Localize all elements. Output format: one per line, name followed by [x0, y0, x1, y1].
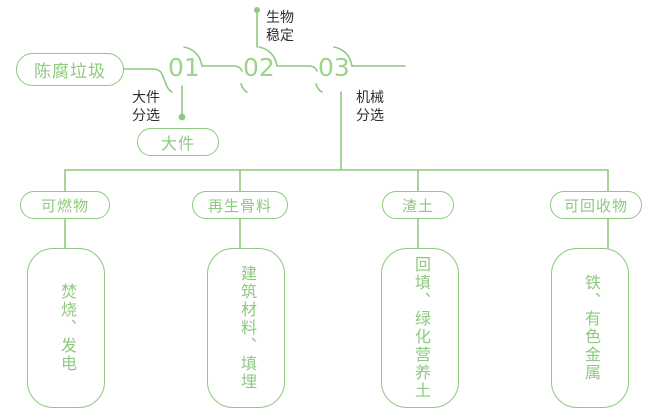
arc-01-bottom [165, 83, 173, 93]
outcome-box-combustible[interactable]: 焚烧、发电 [27, 248, 105, 408]
arc-03-top [333, 46, 353, 67]
category-node-recycled-aggregate[interactable]: 再生骨料 [192, 191, 288, 219]
wire-02-to-03 [276, 65, 318, 72]
outcome-text-residue-soil: 回填、绿化营养土 [412, 256, 429, 400]
category-node-recyclables[interactable]: 可回收物 [550, 191, 642, 219]
wire-01-to-02 [201, 65, 243, 72]
category-node-residue-soil[interactable]: 渣土 [382, 191, 454, 219]
stage-number-01[interactable]: 01 [168, 53, 200, 82]
outcome-box-recycled-aggregate[interactable]: 建筑材料、填埋 [207, 248, 285, 408]
outcome-text-recycled-aggregate: 建筑材料、填埋 [238, 265, 255, 391]
stage-note-bulky-sorting: 大件 分选 [132, 89, 160, 123]
stage-number-03[interactable]: 03 [318, 53, 350, 82]
outcome-text-combustible: 焚烧、发电 [58, 283, 75, 373]
outcome-box-recyclables[interactable]: 铁、有色金属 [551, 248, 629, 408]
dot-bio-note [254, 7, 260, 13]
wire-root-to-01 [123, 68, 167, 85]
output-node-bulky[interactable]: 大件 [137, 128, 219, 156]
outcome-text-recyclables: 铁、有色金属 [582, 274, 599, 382]
root-node-waste[interactable]: 陈腐垃圾 [16, 53, 124, 86]
stage-number-02[interactable]: 02 [243, 53, 275, 82]
arc-02-bottom [240, 83, 248, 93]
arc-01-top [183, 46, 203, 67]
stage-note-mechanical-sorting: 机械 分选 [356, 89, 384, 123]
arc-02-top [258, 46, 278, 67]
stage-note-biological-stabilization: 生物 稳定 [266, 9, 294, 43]
outcome-box-residue-soil[interactable]: 回填、绿化营养土 [381, 248, 459, 408]
dot-bulky [178, 113, 186, 121]
arc-03-bottom [315, 83, 323, 93]
category-node-combustible[interactable]: 可燃物 [20, 191, 110, 219]
